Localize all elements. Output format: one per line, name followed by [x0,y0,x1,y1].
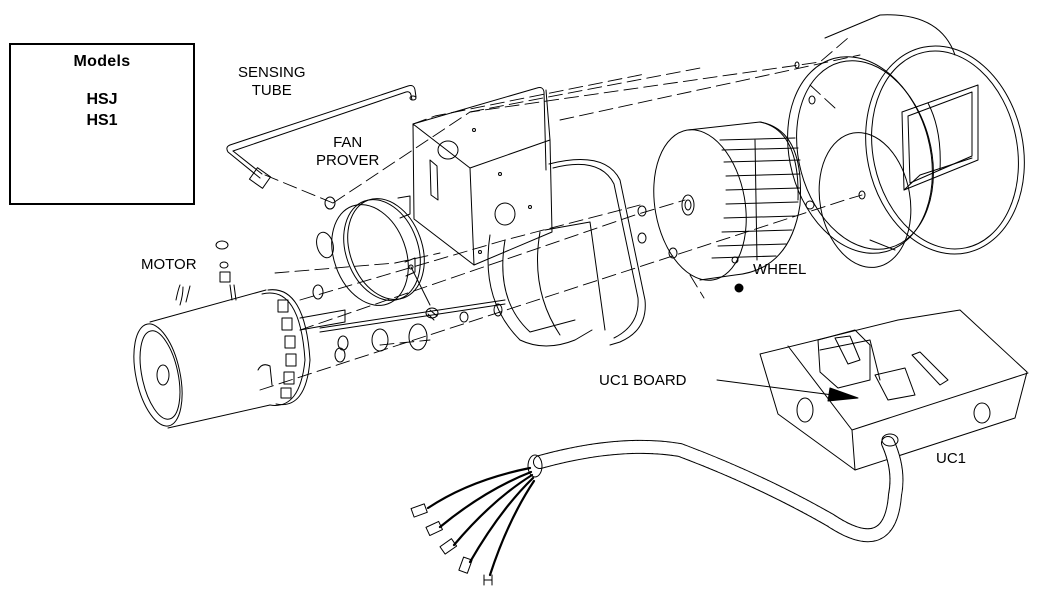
uc1-control-box [759,309,1029,471]
model-item: HSJ [86,91,118,108]
lead-wires [426,466,536,577]
blower-housing [787,14,1025,268]
fan-prover [316,195,439,321]
flex-conduit [527,433,904,543]
label-line: SENSING [238,64,306,81]
sensing-tube [226,85,417,189]
label-wheel: WHEEL [753,261,807,278]
label-line: FAN [333,134,363,151]
label-line: PROVER [316,152,380,169]
label-uc1: UC1 [936,450,967,467]
wire-terminals [410,503,493,586]
blower-inlet-plate [487,159,646,347]
model-item: HS1 [86,112,118,129]
models-box: Models HSJ HS1 [9,43,195,205]
label-motor: MOTOR [141,256,197,273]
models-title: Models [73,53,131,70]
label-sensing-tube: SENSING TUBE [238,64,306,100]
label-uc1-board: UC1 BOARD [599,372,687,389]
label-fan-prover: FAN PROVER [316,134,379,170]
shaft-hardware [299,205,678,363]
blower-wheel [653,121,801,293]
mounting-bracket [412,87,553,266]
motor [133,240,311,429]
uc1-board-leader [716,379,859,402]
models-list: HSJ HS1 [11,89,193,131]
assembly-centerlines [259,37,863,391]
label-line: TUBE [251,82,292,99]
